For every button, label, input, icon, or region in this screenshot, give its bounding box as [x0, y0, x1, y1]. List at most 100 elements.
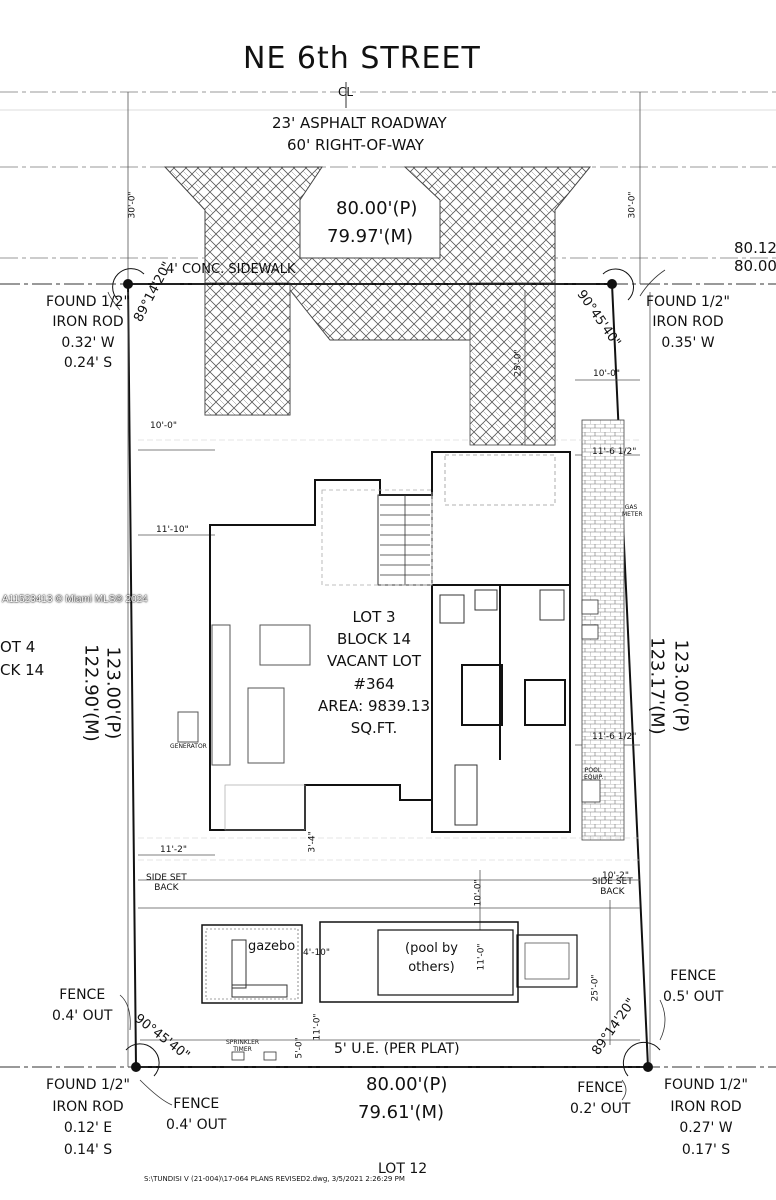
pool-label: (pool by others): [405, 940, 458, 978]
setback-left-low: 11'-2": [160, 845, 188, 855]
setback-rear-b: 11'-0": [476, 943, 487, 971]
ne-corner-callout: FOUND 1/2" IRON ROD 0.35' W: [646, 292, 730, 353]
pool-deck: [319, 921, 519, 1003]
lot-number: LOT 3: [352, 608, 396, 626]
gazebo-gap-dim: 4'-10": [303, 948, 331, 958]
adjacent-dim-2: 80.00: [734, 257, 776, 275]
sprinkler-timer: SPRINKLER TIMER: [226, 1039, 260, 1053]
nw-iron-rod-label: IRON ROD: [52, 314, 124, 331]
side-setback-left-line1: SIDE SET: [146, 873, 187, 883]
kitchen-counter: [211, 624, 231, 766]
pool-label-line2: others): [408, 959, 455, 975]
sw-offset-1: 0.12' E: [63, 1120, 113, 1137]
gazebo-label: gazebo: [248, 939, 296, 954]
right-of-way-label: 60' RIGHT-OF-WAY: [287, 136, 424, 154]
mls-watermark: A11523413 © Miami MLS® 2024: [2, 594, 148, 605]
fence-right-top-label: FENCE: [670, 968, 717, 984]
kitchen-island: [247, 687, 285, 764]
east-dim-measured: 123.17'(M): [646, 637, 668, 735]
north-approach: [204, 282, 291, 416]
generator-label: GENERATOR: [170, 743, 207, 750]
fence-right-bottom-value: 0.2' OUT: [570, 1101, 631, 1117]
fence-right-bottom-label: FENCE: [577, 1080, 624, 1096]
south-dim-measured: 79.61'(M): [358, 1102, 445, 1123]
adjacent-lot-number: OT 4: [0, 638, 36, 656]
setback-drive: 10'-0": [593, 369, 621, 379]
setback-rear-d: 11'-0": [312, 1013, 323, 1041]
easement-label: 5' U.E. (PER PLAT): [334, 1041, 460, 1057]
north-dim-measured: 79.97'(M): [327, 226, 414, 247]
setback-left-top: 10'-0": [150, 421, 178, 431]
lot-area: AREA: 9839.13: [318, 696, 431, 715]
pool: [377, 929, 514, 996]
south-dim-plat: 80.00'(P): [366, 1074, 448, 1095]
east-dim-plat: 123.00'(P): [670, 639, 692, 733]
sw-found-label: FOUND 1/2": [46, 1077, 130, 1093]
side-setback-right-line2: BACK: [600, 886, 625, 897]
fence-left-bottom-value: 0.4' OUT: [166, 1117, 227, 1133]
se-found-label: FOUND 1/2": [664, 1077, 748, 1093]
side-setback-left-line2: BACK: [154, 882, 179, 893]
setback-rear-c: 25'-0": [590, 974, 601, 1002]
centerline-mark: CL: [338, 85, 354, 99]
ne-iron-rod-label: IRON ROD: [652, 314, 724, 331]
nw-offset-2: 0.24' S: [63, 354, 113, 371]
setback-bottom-side: 3'-4": [307, 831, 318, 853]
fence-left-top-label: FENCE: [59, 987, 106, 1003]
north-dim-plat: 80.00'(P): [336, 198, 418, 219]
fence-left-bottom-label: FENCE: [173, 1096, 220, 1112]
lot-status: VACANT LOT: [327, 652, 421, 671]
roadway-label: 23' ASPHALT ROADWAY: [272, 114, 447, 132]
lot-id: #364: [353, 674, 395, 693]
sprinkler-line2: TIMER: [233, 1045, 252, 1053]
sw-corner-callout: FOUND 1/2" IRON ROD 0.12' E 0.14' S: [46, 1075, 130, 1162]
setback-front: 25'-0": [513, 349, 524, 377]
gazebo-area: [201, 924, 303, 1004]
file-path: S:\TUNDISI V (21-004)\17-064 PLANS REVIS…: [144, 1175, 405, 1183]
lot-info: LOT 3 BLOCK 14 VACANT LOT #364 AREA: 983…: [318, 606, 430, 739]
ne-offset-1: 0.35' W: [661, 334, 715, 351]
dim-30-right: 30'-0": [627, 191, 638, 219]
se-corner-callout: FOUND 1/2" IRON ROD 0.27' W 0.17' S: [664, 1075, 748, 1162]
sw-iron-rod-label: IRON ROD: [52, 1098, 124, 1115]
fence-left-bottom: FENCE 0.4' OUT: [166, 1094, 226, 1136]
adjacent-lot: OT 4 CK 14: [0, 636, 44, 683]
gas-meter-label: GAS METER: [622, 504, 643, 518]
west-dim-plat: 123.00'(P): [102, 646, 124, 740]
nw-corner-callout: FOUND 1/2" IRON ROD 0.32' W 0.24' S: [46, 292, 130, 373]
street-name: NE 6th STREET: [243, 41, 481, 76]
fence-left-top-value: 0.4' OUT: [52, 1008, 113, 1024]
fence-left-top: FENCE 0.4' OUT: [52, 985, 112, 1027]
se-offset-1: 0.27' W: [679, 1120, 733, 1137]
setback-right-top: 11'-6 1/2": [592, 447, 637, 457]
nw-found-label: FOUND 1/2": [46, 294, 130, 310]
setback-rear-a: 10'-0": [473, 879, 484, 907]
fence-right-top-value: 0.5' OUT: [663, 989, 724, 1005]
pool-label-line1: (pool by: [405, 941, 458, 956]
side-setback-right-line1: SIDE SET: [592, 877, 633, 887]
street-lines: [0, 91, 776, 259]
sprinkler-line1: SPRINKLER: [226, 1039, 260, 1046]
fence-right-top: FENCE 0.5' OUT: [663, 966, 723, 1008]
adjacent-block-number: CK 14: [0, 661, 45, 680]
spa: [516, 934, 578, 988]
setback-rear-e: 5'-0": [294, 1037, 305, 1059]
setback-right-low: 10'-2": [602, 871, 630, 881]
corner-markers: [112, 268, 661, 1077]
generator-box: [177, 711, 199, 743]
pool-equip-label: POOL EQUIP.: [584, 767, 604, 781]
se-offset-2: 0.17' S: [681, 1142, 731, 1159]
sidewalk-label: 4' CONC. SIDEWALK: [166, 262, 296, 277]
leaders: [107, 269, 666, 1106]
adjacent-dim-1: 80.12: [734, 239, 776, 257]
setback-right-mid: 11'-6 1/2": [592, 732, 637, 742]
west-dim-measured: 122.90'(M): [80, 644, 102, 742]
fence-right-bottom: FENCE 0.2' OUT: [570, 1078, 630, 1120]
se-iron-rod-label: IRON ROD: [670, 1098, 742, 1115]
dimension-lines: [127, 92, 651, 1067]
north-approach-right: [469, 282, 556, 446]
sw-offset-2: 0.14' S: [63, 1142, 113, 1159]
side-setback-right: SIDE SET BACK: [592, 877, 633, 898]
block-number: BLOCK 14: [336, 630, 412, 649]
